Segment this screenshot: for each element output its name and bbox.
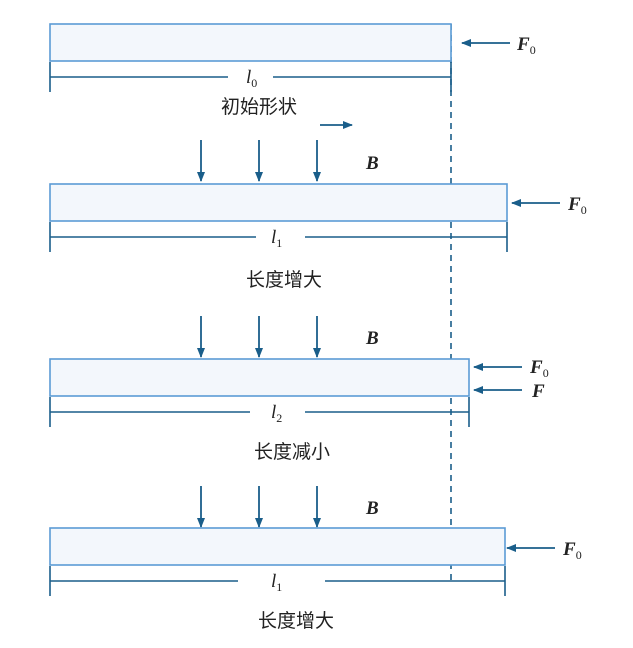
stage-decrease: B F0 F l2 长度减小: [49, 316, 549, 463]
force-label-f0: F0: [567, 194, 587, 217]
stage-increase-1: B F0 l1 长度增大: [49, 140, 587, 291]
dimension-line-stage-2: l1: [49, 222, 508, 252]
force-arrow-f-stage-3: F: [473, 381, 545, 402]
force-arrow-f0-initial: F0: [461, 34, 536, 57]
field-label-b: B: [365, 498, 379, 519]
length-label-l2: l2: [271, 402, 282, 425]
caption-stage-4: 长度增大: [258, 610, 334, 632]
field-label-b: B: [365, 328, 379, 349]
dimension-line-initial: l0: [49, 62, 452, 92]
length-label-l0: l0: [246, 67, 257, 90]
stage-initial: F0 l0 初始形状: [49, 23, 536, 129]
rod-initial: [49, 23, 452, 62]
field-label-b: B: [365, 153, 379, 174]
force-arrow-f0-stage-3: F0: [473, 357, 549, 380]
stage-increase-2: B F0 l1 长度增大: [49, 486, 582, 632]
dimension-line-stage-4: l1: [49, 566, 506, 596]
length-label-l1: l1: [271, 571, 282, 594]
field-arrows: [197, 140, 321, 182]
field-arrows: [197, 316, 321, 358]
force-arrow-f0-stage-2: F0: [511, 194, 587, 217]
rod-stage-3: [49, 358, 470, 397]
force-label-f0: F0: [516, 34, 536, 57]
force-label-f: F: [531, 381, 545, 402]
length-label-l1: l1: [271, 227, 282, 250]
caption-stage-2: 长度增大: [246, 269, 322, 291]
rod-stage-4: [49, 527, 506, 566]
field-arrows: [197, 486, 321, 528]
dimension-line-stage-3: l2: [49, 397, 470, 427]
caption-stage-3: 长度减小: [254, 441, 330, 463]
force-label-f0: F0: [529, 357, 549, 380]
caption-initial: 初始形状: [221, 96, 297, 118]
force-label-f0: F0: [562, 539, 582, 562]
force-arrow-f0-stage-4: F0: [506, 539, 582, 562]
rod-stage-2: [49, 183, 508, 222]
